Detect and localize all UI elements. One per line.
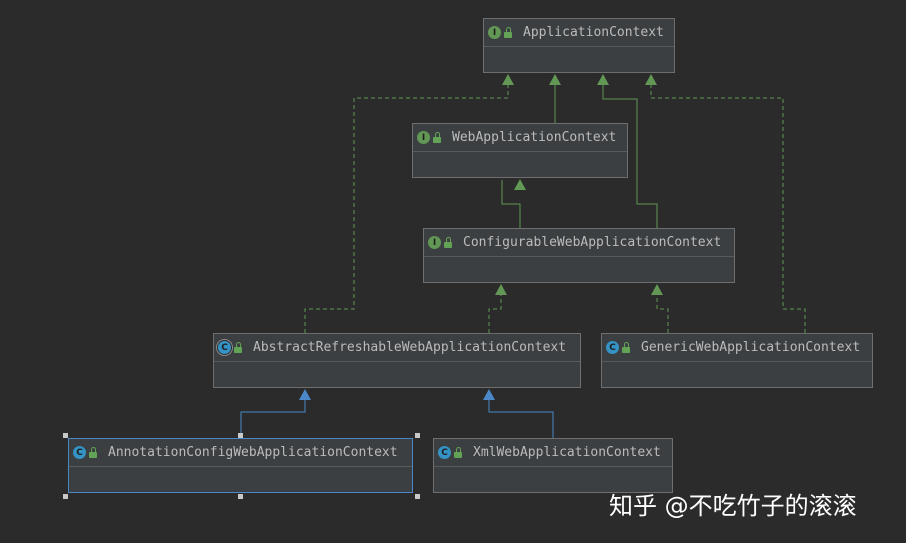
inheritance-arrowhead: [483, 389, 495, 400]
inheritance-arrowhead: [502, 74, 514, 85]
node-label: WebApplicationContext: [452, 130, 617, 145]
inheritance-edge: [650, 85, 806, 333]
inheritance-edge: [488, 400, 554, 438]
inheritance-edge: [304, 85, 509, 333]
inheritance-arrowhead: [495, 284, 507, 295]
inheritance-arrowhead: [651, 284, 663, 295]
inheritance-arrowhead: [549, 74, 561, 85]
node-members-section: [424, 257, 734, 281]
node-members-section: [484, 47, 674, 71]
node-configurable-web-application-context[interactable]: I ConfigurableWebApplicationContext: [423, 228, 735, 283]
node-xml-web-application-context[interactable]: C XmlWebApplicationContext: [433, 438, 673, 493]
node-web-application-context[interactable]: I WebApplicationContext: [412, 123, 628, 178]
public-visibility-icon: [433, 132, 444, 143]
interface-icon: I: [417, 131, 430, 144]
public-visibility-icon: [454, 447, 465, 458]
inheritance-arrowhead: [597, 74, 609, 85]
interface-icon: I: [488, 26, 501, 39]
selection-handle-bottom-mid[interactable]: [238, 494, 243, 499]
node-application-context[interactable]: I ApplicationContext: [483, 18, 675, 73]
selection-handle-top-left[interactable]: [63, 433, 68, 438]
public-visibility-icon: [89, 447, 100, 458]
node-label: ApplicationContext: [523, 25, 664, 40]
inheritance-edge: [240, 400, 306, 438]
abstract-class-icon: C: [218, 341, 231, 354]
node-label: ConfigurableWebApplicationContext: [463, 235, 722, 250]
watermark-text: 知乎 @不吃竹子的滚滚: [609, 492, 857, 520]
public-visibility-icon: [234, 342, 245, 353]
node-abstract-refreshable-web-application-context[interactable]: C AbstractRefreshableWebApplicationConte…: [213, 333, 581, 388]
class-icon: C: [438, 446, 451, 459]
class-icon: C: [606, 341, 619, 354]
inheritance-edge: [488, 295, 502, 333]
node-label: AbstractRefreshableWebApplicationContext: [253, 340, 567, 355]
node-members-section: [413, 152, 627, 176]
node-generic-web-application-context[interactable]: C GenericWebApplicationContext: [601, 333, 873, 388]
node-label: AnnotationConfigWebApplicationContext: [108, 445, 398, 460]
inheritance-edge: [501, 180, 521, 228]
selection-handle-bottom-right[interactable]: [415, 494, 420, 499]
interface-icon: I: [428, 236, 441, 249]
node-annotation-config-web-application-context[interactable]: C AnnotationConfigWebApplicationContext: [68, 438, 413, 493]
inheritance-arrowhead: [514, 179, 526, 190]
selection-handle-top-mid[interactable]: [238, 433, 243, 438]
node-label: GenericWebApplicationContext: [641, 340, 861, 355]
inheritance-arrowhead: [299, 389, 311, 400]
selection-handle-top-right[interactable]: [415, 433, 420, 438]
selection-handle-bottom-left[interactable]: [63, 494, 68, 499]
public-visibility-icon: [444, 237, 455, 248]
inheritance-edge: [602, 85, 658, 228]
inheritance-arrowhead: [645, 74, 657, 85]
class-icon: C: [73, 446, 86, 459]
node-members-section: [69, 467, 412, 491]
node-members-section: [602, 362, 872, 386]
inheritance-edge: [656, 295, 669, 333]
public-visibility-icon: [622, 342, 633, 353]
node-label: XmlWebApplicationContext: [473, 445, 661, 460]
public-visibility-icon: [504, 27, 515, 38]
node-members-section: [214, 362, 580, 386]
